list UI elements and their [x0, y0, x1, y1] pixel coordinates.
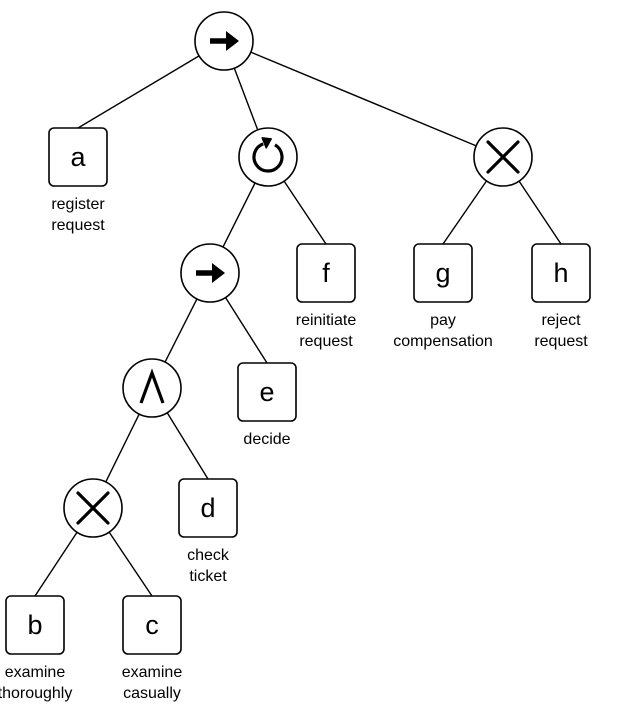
edge-xor_top-to-h: [518, 180, 562, 245]
exclusive-choice-operator: [473, 127, 533, 187]
activity-letter: f: [322, 258, 330, 288]
activity-box: [531, 243, 591, 303]
exclusive-choice-operator: [63, 478, 123, 538]
activity-a: a register request: [48, 127, 108, 234]
activity-box: [5, 595, 65, 655]
activity-label: casually: [123, 685, 181, 702]
loop-operator: [238, 127, 298, 187]
activity-letter: d: [200, 493, 215, 523]
activity-box: [48, 127, 108, 187]
edges: [34, 51, 562, 597]
activity-box: [237, 362, 297, 422]
loop-icon: [252, 137, 284, 173]
sequence-operator: [194, 11, 254, 71]
parallel-operator: [122, 358, 182, 418]
activity-label: reinitiate: [296, 312, 357, 329]
activity-label: examine: [5, 664, 66, 681]
edge-seq_inner-to-and: [164, 298, 198, 363]
edge-loop-to-seq_inner: [222, 182, 256, 248]
edge-loop-to-f: [283, 180, 327, 245]
activity-g: g pay compensation: [393, 243, 493, 350]
activity-h: h reject request: [531, 243, 591, 350]
activity-letter: a: [70, 142, 86, 172]
operator-circle: [238, 127, 298, 187]
activity-box: [413, 243, 473, 303]
activity-letter: e: [259, 377, 274, 407]
activity-label: register: [51, 196, 105, 213]
and-icon: [139, 368, 165, 404]
activity-f: f reinitiate request: [296, 243, 357, 350]
activity-letter: b: [27, 610, 42, 640]
activity-label: reject: [541, 312, 581, 329]
activity-c: c examine casually: [122, 595, 183, 702]
activity-label: pay: [430, 312, 456, 329]
activity-letter: h: [553, 258, 568, 288]
edge-root-to-loop: [233, 67, 259, 131]
edge-root-to-a: [77, 55, 200, 129]
arrow-right-icon: [210, 31, 239, 51]
edge-xor_bottom-to-c: [108, 531, 153, 597]
activity-box: [178, 478, 238, 538]
activity-label: request: [299, 333, 353, 350]
edge-and-to-d: [166, 412, 209, 480]
activity-label: decide: [243, 431, 290, 448]
activity-box: [122, 595, 182, 655]
activity-letter: c: [145, 610, 159, 640]
activity-e: e decide: [237, 362, 297, 448]
activity-label: check: [187, 547, 230, 564]
activity-label: request: [534, 333, 588, 350]
x-icon: [486, 140, 520, 174]
nodes: a register request b examine thoroughly c exami…: [0, 11, 591, 702]
activity-label: compensation: [393, 333, 493, 350]
activity-d: d check ticket: [178, 478, 238, 585]
edge-root-to-xor_top: [250, 51, 477, 147]
activity-label: ticket: [189, 568, 227, 585]
arrow-right-icon: [196, 263, 225, 283]
edge-xor_top-to-g: [442, 180, 488, 245]
activity-label: request: [51, 217, 105, 234]
operator-circle: [122, 358, 182, 418]
activity-b: b examine thoroughly: [0, 595, 72, 702]
activity-label: examine: [122, 664, 183, 681]
activity-box: [296, 243, 356, 303]
edge-xor_bottom-to-b: [34, 531, 78, 597]
x-icon: [76, 491, 110, 525]
edge-seq_inner-to-e: [224, 297, 268, 364]
sequence-operator: [180, 243, 240, 303]
activity-label: thoroughly: [0, 685, 72, 702]
edge-and-to-xor_bottom: [105, 413, 140, 483]
activity-letter: g: [435, 258, 450, 288]
